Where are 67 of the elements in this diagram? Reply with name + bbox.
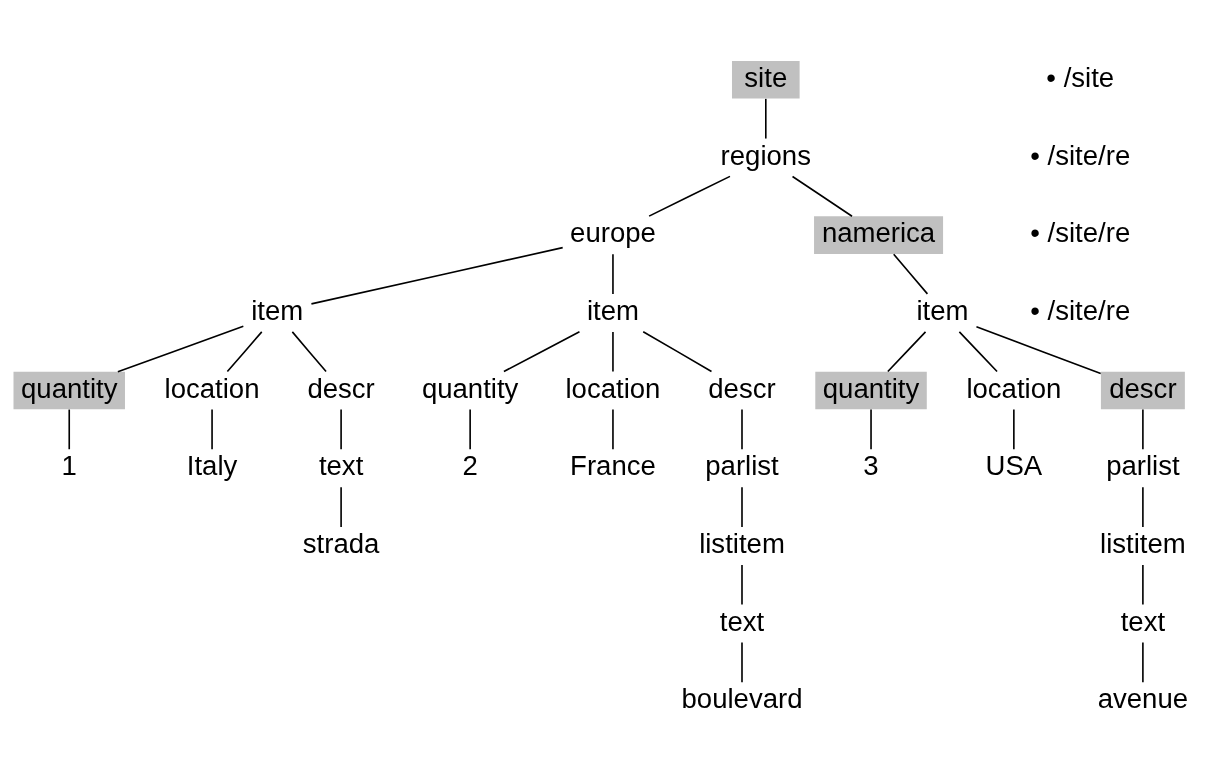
connector [612,408,614,450]
connector [975,325,1102,374]
node-text: 1 [61,449,77,481]
node-text: parlist [705,449,779,481]
node-text: avenue [1097,682,1189,714]
connector [226,330,263,372]
connector [642,330,713,372]
connector [117,325,245,372]
node-text: listitem [1100,527,1186,559]
connector [1142,641,1144,683]
node-text: text [719,605,765,637]
connector [1142,563,1144,605]
connector [340,485,342,528]
connector [870,408,872,450]
node-text: quantity [421,372,519,404]
connector [340,408,342,450]
node-box: quantity [13,371,125,409]
connector [741,563,743,605]
node-text: boulevard [681,682,803,714]
connector [741,641,743,683]
node-text: Italy [186,449,238,481]
node-text: listitem [699,527,785,559]
connector [648,175,731,217]
label: • /site/re [1030,216,1131,248]
node-text: location [565,372,661,404]
connector [310,246,564,305]
node-text: France [570,449,656,481]
connector [741,485,743,528]
node-text: item [251,294,304,326]
label: • /site/re [1030,138,1131,170]
node-text: text [1120,605,1166,637]
node-box: descr [1100,371,1185,409]
node-text: text [318,449,364,481]
connector [612,330,614,372]
connector [791,175,853,217]
node-text: location [966,372,1062,404]
connector [503,330,581,372]
connector [469,408,471,450]
node-text: parlist [1106,449,1180,481]
node-text: 3 [863,449,879,481]
node-box: quantity [815,371,927,409]
connector [887,330,927,372]
node-text: 2 [462,449,478,481]
node-text: descr [307,372,375,404]
connector [1142,408,1144,450]
connector [291,330,327,372]
node-text: descr [708,372,776,404]
node-text: USA [985,449,1043,481]
connector [211,408,213,450]
node-text: strada [302,527,380,559]
node-text: europe [570,216,656,248]
connector [612,252,614,295]
label: • /site [1046,61,1115,93]
connector [1013,408,1015,450]
node-text: regions [720,138,811,170]
node-box: site [731,60,800,99]
connector [68,408,71,450]
connector [1142,485,1144,528]
connector [892,252,929,295]
node-text: location [164,372,260,404]
node-text: item [916,294,969,326]
connector [765,97,767,139]
node-text: item [586,294,639,326]
label: • /site/re [1030,294,1131,326]
node-box: namerica [814,215,944,254]
connector [741,408,743,450]
connector [958,330,998,372]
